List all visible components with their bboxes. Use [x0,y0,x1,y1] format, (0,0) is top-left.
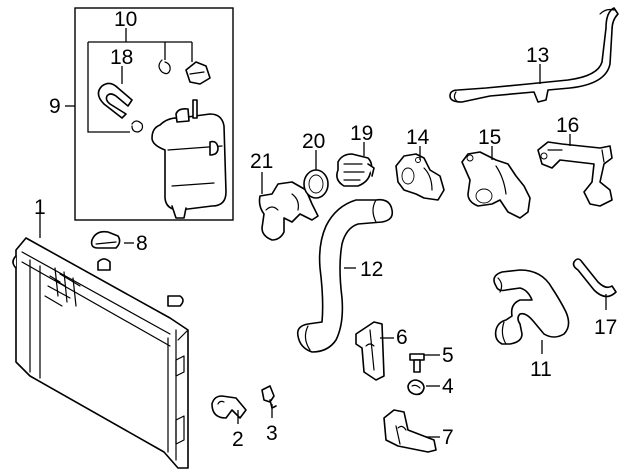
callout-20: 20 [302,130,325,153]
part-7-lower-bracket [383,409,437,453]
callout-12: 12 [360,258,383,281]
part-1-radiator [12,237,189,469]
callout-6: 6 [396,326,408,349]
callout-11: 11 [530,358,552,381]
callout-19: 19 [350,122,373,145]
callout-4: 4 [442,375,454,398]
part-6-mount-bracket [355,321,385,381]
callout-17: 17 [594,316,617,339]
callout-13: 13 [526,44,549,67]
callout-9: 9 [49,95,61,118]
callout-2: 2 [232,428,244,451]
callout-3: 3 [266,422,278,445]
part-19-thermostat [336,153,375,187]
part-13-water-inlet-pipe [449,7,619,103]
reservoir-inset-box [74,7,234,221]
part-12-radiator-hose-upper [296,198,394,353]
part-16-water-bypass-pipe [537,141,613,207]
part-8-radiator-cap [90,230,121,249]
part-9-reservoir-tank [151,99,227,219]
callout-21: 21 [250,150,273,173]
callout-14: 14 [406,126,430,149]
part-3-drain-cock [261,385,277,409]
part-4-nut [407,379,425,396]
callout-18: 18 [110,46,133,69]
part-18-reservoir-hose [97,82,133,119]
callout-10: 10 [114,8,137,31]
part-17-bypass-hose [572,258,617,298]
hose-clamp-small [131,59,171,133]
callout-15: 15 [478,126,501,149]
part-15-water-outlet-pipe [461,151,531,219]
part-cap-mount-clip [185,61,211,85]
callout-8: 8 [136,232,148,255]
part-11-radiator-hose-lower [493,269,570,345]
part-2-bracket-clamp [211,395,247,419]
callout-5: 5 [442,344,454,367]
part-20-gasket [303,169,329,199]
part-21-water-inlet [258,181,319,241]
callout-1: 1 [34,196,46,219]
callout-16: 16 [556,114,579,137]
part-14-water-outlet-housing [395,153,445,201]
callout-7: 7 [442,426,454,449]
part-5-bolt [409,353,425,373]
